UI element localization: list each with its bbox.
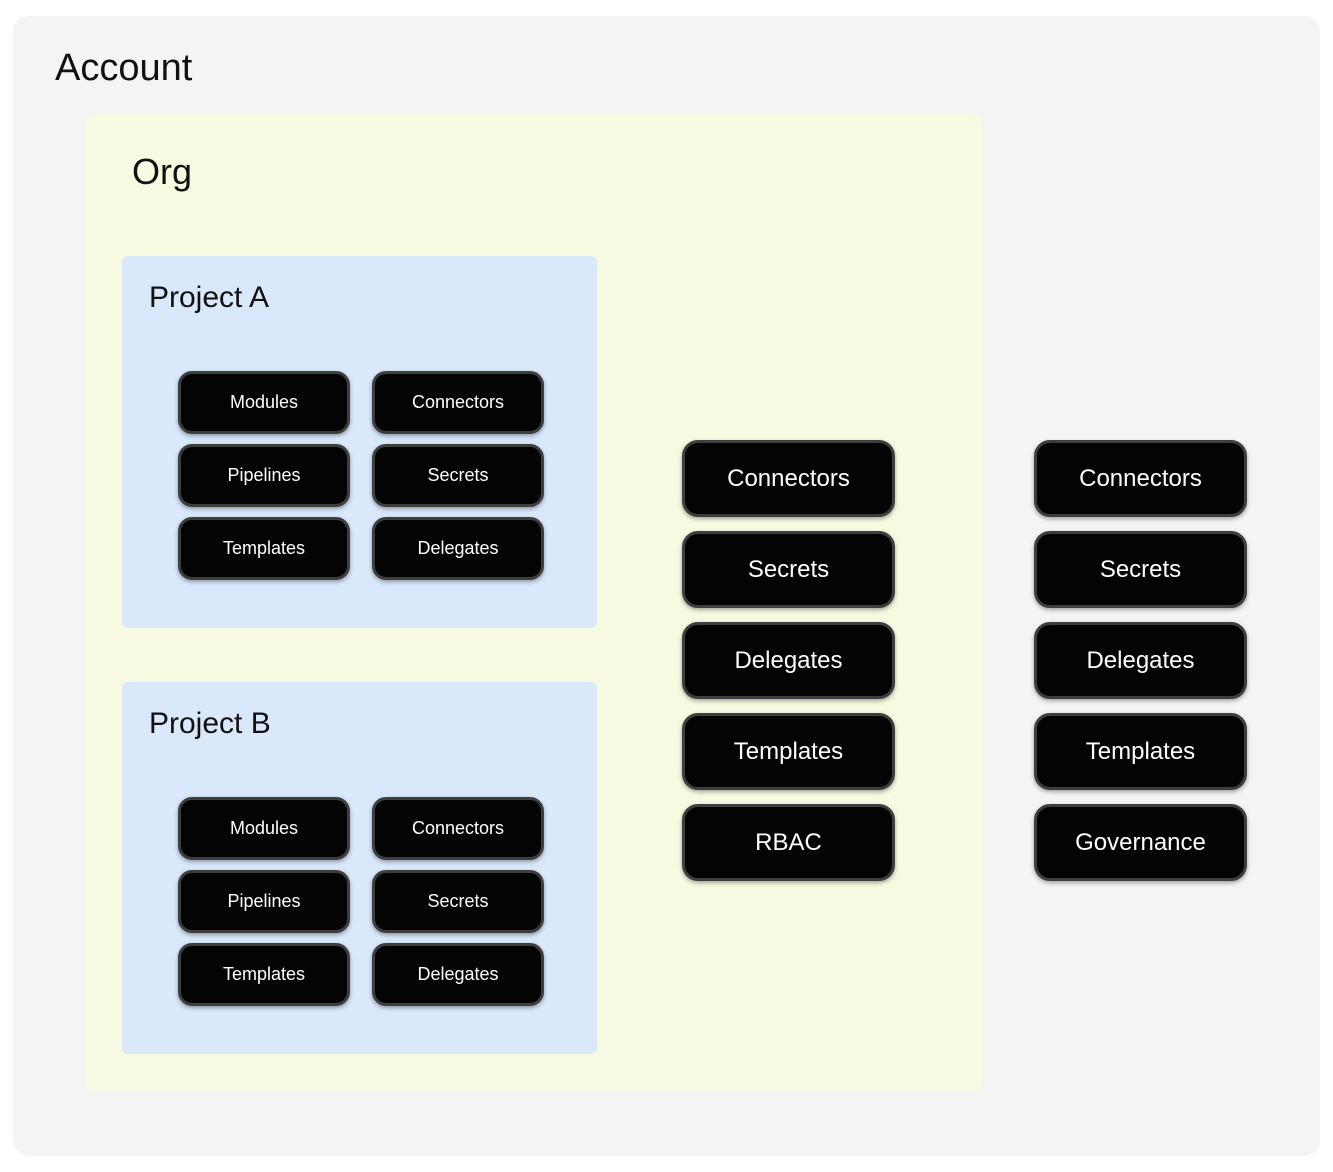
account-resources-column: Connectors Secrets Delegates Templates G… bbox=[1034, 440, 1247, 881]
account-container: Account Org Project A Modules Connectors… bbox=[13, 16, 1320, 1156]
account-item-connectors: Connectors bbox=[1034, 440, 1247, 517]
account-item-secrets: Secrets bbox=[1034, 531, 1247, 608]
project-b-title: Project B bbox=[149, 707, 271, 740]
org-container: Org Project A Modules Connectors Pipelin… bbox=[85, 113, 983, 1092]
account-item-delegates: Delegates bbox=[1034, 622, 1247, 699]
project-b-item-pipelines: Pipelines bbox=[178, 870, 350, 933]
org-title: Org bbox=[132, 151, 193, 192]
org-resources-column: Connectors Secrets Delegates Templates R… bbox=[682, 440, 895, 881]
org-item-delegates: Delegates bbox=[682, 622, 895, 699]
account-title: Account bbox=[55, 47, 193, 89]
project-b-container: Project B Modules Connectors Pipelines S… bbox=[122, 682, 597, 1054]
project-b-item-delegates: Delegates bbox=[372, 943, 544, 1006]
project-a-title: Project A bbox=[149, 281, 270, 314]
project-b-item-templates: Templates bbox=[178, 943, 350, 1006]
org-item-secrets: Secrets bbox=[682, 531, 895, 608]
project-a-item-delegates: Delegates bbox=[372, 517, 544, 580]
project-a-items-grid: Modules Connectors Pipelines Secrets Tem… bbox=[178, 371, 544, 580]
project-a-item-modules: Modules bbox=[178, 371, 350, 434]
account-item-governance: Governance bbox=[1034, 804, 1247, 881]
project-a-item-secrets: Secrets bbox=[372, 444, 544, 507]
project-b-item-modules: Modules bbox=[178, 797, 350, 860]
project-a-item-connectors: Connectors bbox=[372, 371, 544, 434]
org-item-rbac: RBAC bbox=[682, 804, 895, 881]
project-b-item-connectors: Connectors bbox=[372, 797, 544, 860]
project-a-item-templates: Templates bbox=[178, 517, 350, 580]
org-item-templates: Templates bbox=[682, 713, 895, 790]
project-b-item-secrets: Secrets bbox=[372, 870, 544, 933]
account-item-templates: Templates bbox=[1034, 713, 1247, 790]
project-a-container: Project A Modules Connectors Pipelines S… bbox=[122, 256, 597, 628]
org-item-connectors: Connectors bbox=[682, 440, 895, 517]
project-b-items-grid: Modules Connectors Pipelines Secrets Tem… bbox=[178, 797, 544, 1006]
project-a-item-pipelines: Pipelines bbox=[178, 444, 350, 507]
